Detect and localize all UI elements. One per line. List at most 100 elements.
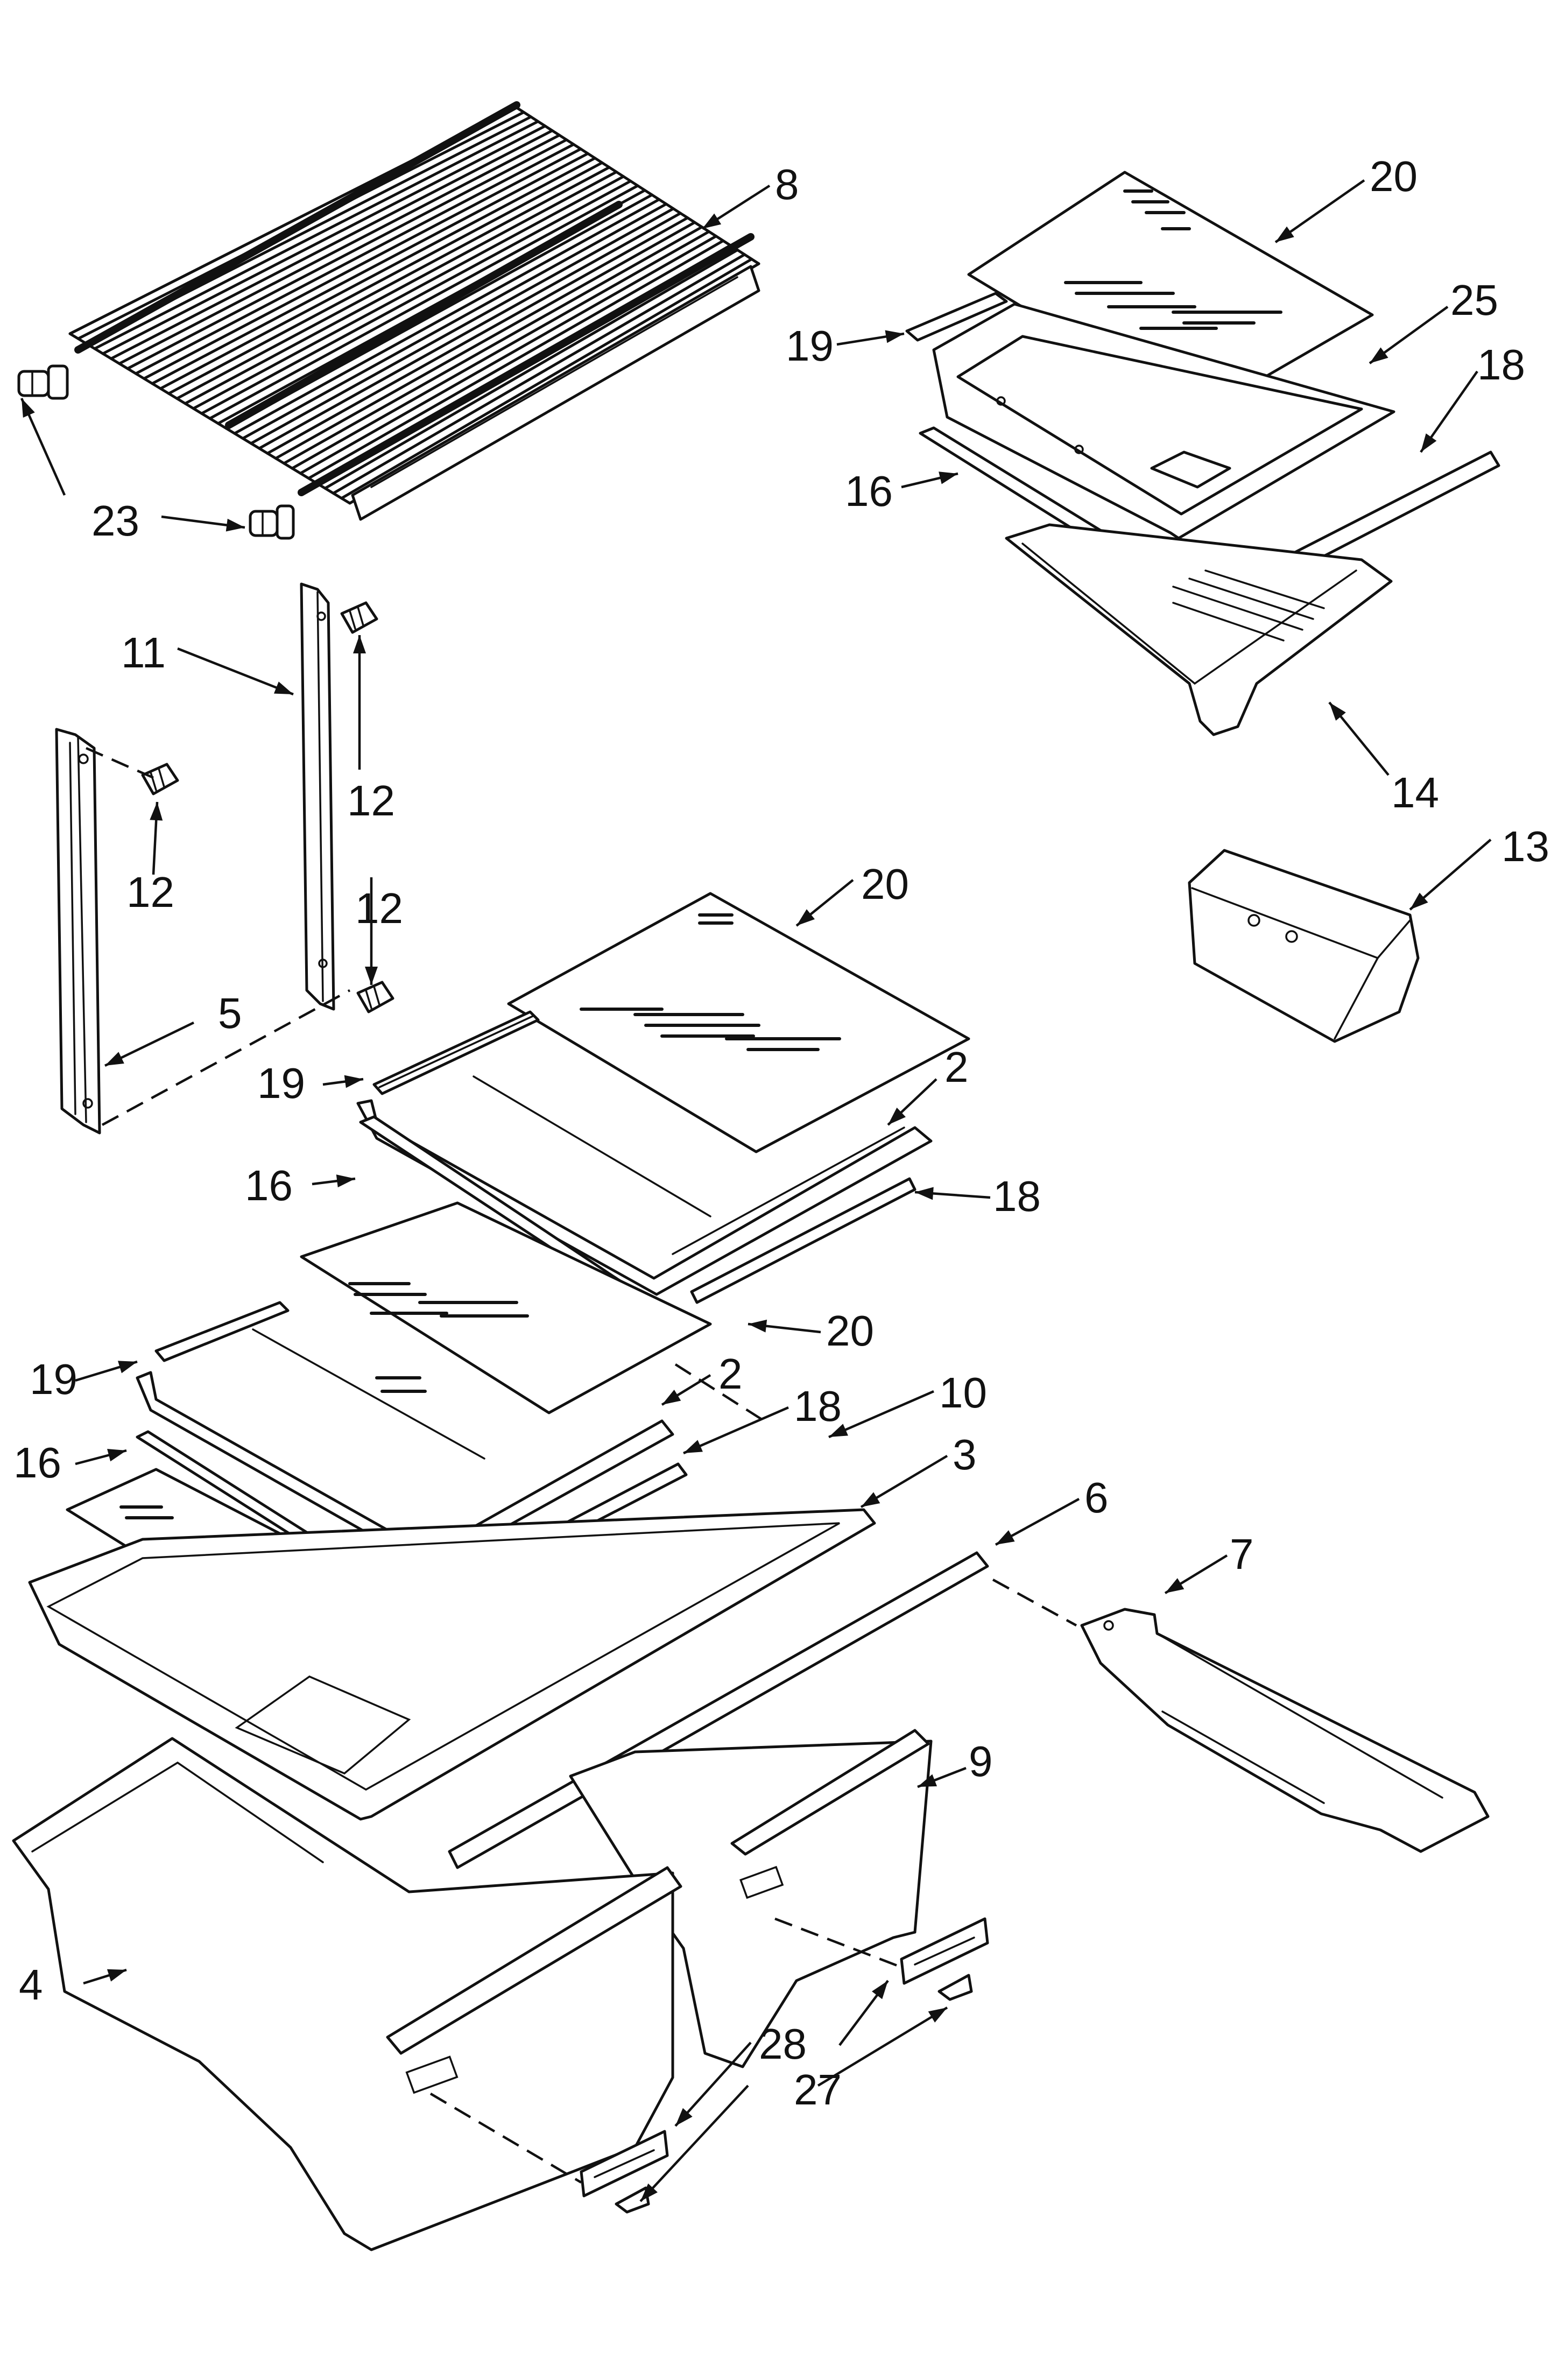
arrowhead bbox=[640, 2183, 658, 2201]
screw-lower-right bbox=[356, 981, 394, 1013]
crisper-drawer-top bbox=[1005, 523, 1393, 736]
arrowhead bbox=[885, 330, 904, 343]
glass-shelf-upper bbox=[507, 892, 970, 1153]
glass-shelf-lower bbox=[300, 1201, 712, 1414]
wire-shelf bbox=[68, 101, 760, 521]
arrowhead bbox=[365, 967, 378, 985]
arrowhead bbox=[861, 1492, 880, 1507]
callout-c19a: 19 bbox=[786, 322, 834, 370]
shelf-wire bbox=[192, 175, 625, 410]
callout-c4: 4 bbox=[19, 1961, 43, 2009]
arrowhead bbox=[353, 635, 366, 653]
callout-c8: 8 bbox=[775, 160, 799, 208]
crisper-cover-frame bbox=[28, 1508, 876, 1821]
shelf-rail-left bbox=[55, 728, 101, 1135]
callout-c3: 3 bbox=[953, 1431, 977, 1478]
arrowhead bbox=[918, 1774, 937, 1787]
callout-c23: 23 bbox=[91, 497, 139, 545]
arrowhead bbox=[22, 398, 35, 418]
callout-c13: 13 bbox=[1501, 822, 1549, 870]
leader-line bbox=[817, 2006, 948, 2087]
arrowhead bbox=[273, 681, 293, 694]
arrowhead bbox=[915, 1187, 934, 1200]
arrowhead bbox=[107, 1969, 126, 1982]
shelf-wire bbox=[101, 124, 547, 355]
arrowhead bbox=[1421, 433, 1437, 452]
alignment-lines bbox=[86, 747, 1077, 2184]
shelf-wire bbox=[266, 216, 689, 455]
arrowhead bbox=[1370, 347, 1388, 363]
shelf-wire bbox=[274, 221, 696, 460]
callout-c7: 7 bbox=[1230, 1530, 1254, 1578]
shelf-wire bbox=[283, 226, 703, 465]
shelf-support-right bbox=[249, 504, 295, 540]
shelf-support-left bbox=[17, 364, 69, 400]
shelf-wire bbox=[241, 202, 668, 440]
front-trim-lower bbox=[154, 1301, 290, 1362]
callout-c18a: 18 bbox=[1477, 341, 1525, 389]
callout-c14: 14 bbox=[1391, 769, 1439, 816]
callout-c25: 25 bbox=[1450, 276, 1498, 324]
arrowhead bbox=[107, 1449, 126, 1462]
crisper-front-trim-top bbox=[905, 292, 1008, 342]
arrowhead bbox=[872, 1981, 888, 1999]
screw-upper-right bbox=[340, 601, 378, 634]
callout-c20b: 20 bbox=[861, 860, 909, 908]
callout-c11: 11 bbox=[121, 629, 166, 677]
crisper-frame-top bbox=[932, 302, 1395, 540]
callout-c2a: 2 bbox=[944, 1043, 969, 1091]
callout-c5: 5 bbox=[218, 989, 242, 1037]
shelf-wire bbox=[159, 157, 597, 390]
shelf-wire bbox=[307, 239, 725, 480]
arrowhead bbox=[796, 909, 815, 926]
arrowhead bbox=[105, 1052, 124, 1066]
arrowhead bbox=[336, 1174, 355, 1188]
arrowhead bbox=[683, 1440, 703, 1453]
shelf-wire bbox=[258, 212, 682, 450]
shelf-wire bbox=[93, 120, 540, 350]
arrowhead bbox=[225, 518, 245, 532]
shelf-wire bbox=[200, 179, 632, 415]
arrowhead bbox=[675, 2108, 693, 2126]
drawer-slide-left bbox=[580, 2130, 669, 2198]
arrowhead bbox=[662, 1390, 681, 1405]
arrowhead bbox=[1410, 892, 1428, 910]
shelf-wire bbox=[323, 248, 739, 490]
drawer-slide-right bbox=[900, 1917, 989, 1985]
leader-line bbox=[639, 2085, 749, 2202]
shelf-wire bbox=[332, 253, 746, 495]
arrowhead bbox=[1329, 702, 1346, 721]
arrowhead bbox=[344, 1075, 363, 1088]
shelf-wire bbox=[233, 198, 661, 435]
arrowhead bbox=[702, 213, 722, 229]
drawer-clip-right bbox=[937, 1974, 973, 2001]
callout-c19c: 19 bbox=[30, 1355, 77, 1403]
callout-c18b: 18 bbox=[993, 1172, 1041, 1220]
side-trim-upper bbox=[690, 1177, 917, 1304]
shelf-wire bbox=[249, 207, 675, 445]
arrowhead bbox=[748, 1319, 767, 1333]
callout-c16b: 16 bbox=[245, 1161, 293, 1209]
leader-line bbox=[674, 2041, 752, 2127]
shelf-wire bbox=[143, 147, 582, 380]
shelf-wire bbox=[109, 129, 554, 360]
shelf-wire bbox=[151, 152, 589, 385]
callout-c12a: 12 bbox=[347, 777, 395, 825]
leader-line bbox=[177, 647, 294, 696]
shelf-rail-right bbox=[300, 582, 335, 1011]
shelf-wire bbox=[299, 235, 718, 475]
leader-line bbox=[683, 1406, 789, 1455]
shelf-frame-lower bbox=[136, 1328, 674, 1571]
arrowhead bbox=[150, 802, 163, 821]
leader-line bbox=[828, 1390, 934, 1439]
shelf-wire bbox=[126, 138, 568, 370]
shelf-wire bbox=[167, 161, 604, 395]
callout-c16c: 16 bbox=[13, 1439, 61, 1487]
callout-c16a: 16 bbox=[845, 467, 893, 515]
leader-arrows bbox=[20, 179, 1492, 2202]
shelf-wire bbox=[134, 143, 575, 375]
arrowhead bbox=[996, 1530, 1015, 1545]
callout-c28: 28 bbox=[759, 2020, 807, 2068]
arrowhead bbox=[888, 1107, 906, 1125]
